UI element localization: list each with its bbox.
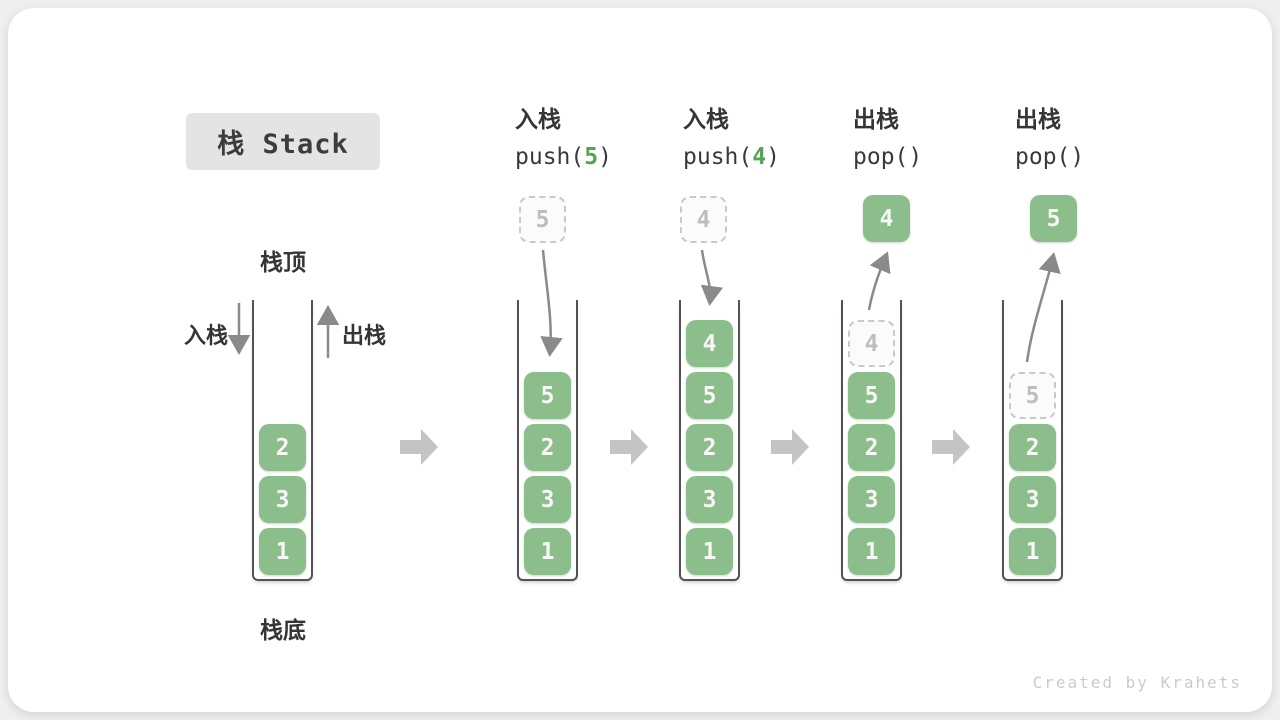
stack-item: 1	[524, 528, 571, 575]
stack-item: 1	[1009, 528, 1056, 575]
stack-item: 2	[524, 424, 571, 471]
stack-item: 3	[848, 476, 895, 523]
stack-item-ghost: 5	[1009, 372, 1056, 419]
label-stack-top: 栈顶	[260, 250, 306, 276]
op-label: 出栈	[853, 107, 899, 133]
op-code: push(4)	[683, 144, 780, 170]
stack-item: 5	[524, 372, 571, 419]
stack-item: 2	[259, 424, 306, 471]
stack-item: 3	[259, 476, 306, 523]
label-push-direction: 入栈	[183, 324, 228, 349]
popped-element: 5	[1030, 195, 1077, 242]
incoming-element: 4	[680, 196, 727, 243]
title-badge: 栈 Stack	[186, 113, 380, 170]
op-code-arg: 4	[752, 144, 767, 170]
label-stack-bottom: 栈底	[260, 618, 306, 644]
stack-item: 2	[1009, 424, 1056, 471]
op-code: pop()	[853, 144, 923, 170]
op-code: push(5)	[515, 144, 612, 170]
popped-element: 4	[863, 195, 910, 242]
stack-item: 3	[524, 476, 571, 523]
op-header-pop-4: 出栈 pop()	[853, 105, 922, 172]
op-header-push-4: 入栈 push(4)	[683, 105, 780, 172]
stack-item: 4	[686, 320, 733, 367]
op-label: 入栈	[683, 107, 729, 133]
stack-item: 3	[686, 476, 733, 523]
stack-item: 2	[848, 424, 895, 471]
incoming-element: 5	[519, 196, 566, 243]
credit-text: Created by Krahets	[1032, 673, 1242, 692]
stack-item: 1	[686, 528, 733, 575]
op-code-arg: 5	[584, 144, 599, 170]
op-header-pop-5: 出栈 pop()	[1015, 105, 1084, 172]
op-code: pop()	[1015, 144, 1085, 170]
op-label: 入栈	[515, 107, 561, 133]
label-pop-direction: 出栈	[342, 324, 387, 349]
op-header-push-5: 入栈 push(5)	[515, 105, 612, 172]
stack-item: 5	[848, 372, 895, 419]
stack-item-ghost: 4	[848, 320, 895, 367]
op-label: 出栈	[1015, 107, 1061, 133]
stack-item: 1	[848, 528, 895, 575]
stack-item: 5	[686, 372, 733, 419]
stack-item: 2	[686, 424, 733, 471]
stack-item: 3	[1009, 476, 1056, 523]
stack-item: 1	[259, 528, 306, 575]
